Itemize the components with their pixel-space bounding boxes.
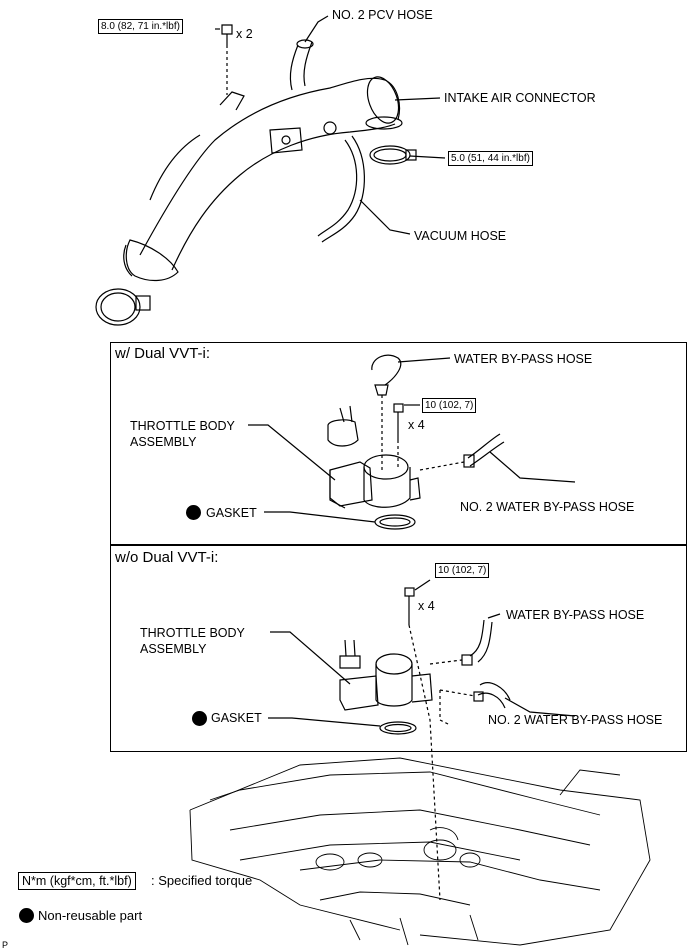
corner-mark: P (2, 940, 9, 950)
single-vvt-title: w/o Dual VVT-i: (115, 549, 219, 566)
bolt-torque-spec: 8.0 (82, 71 in.*lbf) (98, 19, 183, 34)
non-reusable-marker (186, 505, 201, 520)
dual-bolt-torque-spec: 10 (102, 7) (422, 398, 477, 413)
engine-drawing (189, 757, 651, 946)
single-non-reusable-marker (192, 711, 207, 726)
throttle-body-label-line2: ASSEMBLY (130, 435, 197, 449)
throttle-body-label-line1: THROTTLE BODY (130, 419, 235, 433)
single-throttle-body-label-line1: THROTTLE BODY (140, 626, 245, 640)
dual-vvt-title: w/ Dual VVT-i: (115, 345, 211, 362)
water-bypass-hose-label: WATER BY-PASS HOSE (454, 352, 593, 366)
intake-air-connector-label: INTAKE AIR CONNECTOR (444, 91, 596, 105)
legend-torque-description: : Specified torque (151, 873, 253, 888)
legend-non-reusable-dot (19, 908, 34, 923)
single-bolt-torque-spec: 10 (102, 7) (435, 563, 490, 578)
single-water-bypass-hose-label: WATER BY-PASS HOSE (506, 608, 645, 622)
legend-non-reusable-label: Non-reusable part (38, 908, 143, 923)
dual-bolt-quantity: x 4 (408, 418, 425, 432)
single-vvt-throttle-drawing (268, 579, 576, 901)
single-throttle-body-label-line2: ASSEMBLY (140, 642, 207, 656)
bolt-quantity: x 2 (236, 27, 253, 41)
single-gasket-label: GASKET (211, 711, 262, 725)
single-vvt-panel (110, 545, 687, 752)
single-no2-water-bypass-hose-label: NO. 2 WATER BY-PASS HOSE (488, 713, 663, 727)
intake-air-connector-drawing (95, 15, 446, 326)
vacuum-hose-label: VACUUM HOSE (414, 229, 507, 243)
no2-water-bypass-hose-label: NO. 2 WATER BY-PASS HOSE (460, 500, 635, 514)
no2-pcv-hose-label: NO. 2 PCV HOSE (332, 8, 433, 22)
legend-torque-box: N*m (kgf*cm, ft.*lbf) (18, 872, 136, 890)
dual-vvt-panel (110, 342, 687, 545)
gasket-label: GASKET (206, 506, 257, 520)
dual-vvt-throttle-drawing (248, 354, 576, 530)
clamp-torque-spec: 5.0 (51, 44 in.*lbf) (448, 151, 533, 166)
single-bolt-quantity: x 4 (418, 599, 435, 613)
